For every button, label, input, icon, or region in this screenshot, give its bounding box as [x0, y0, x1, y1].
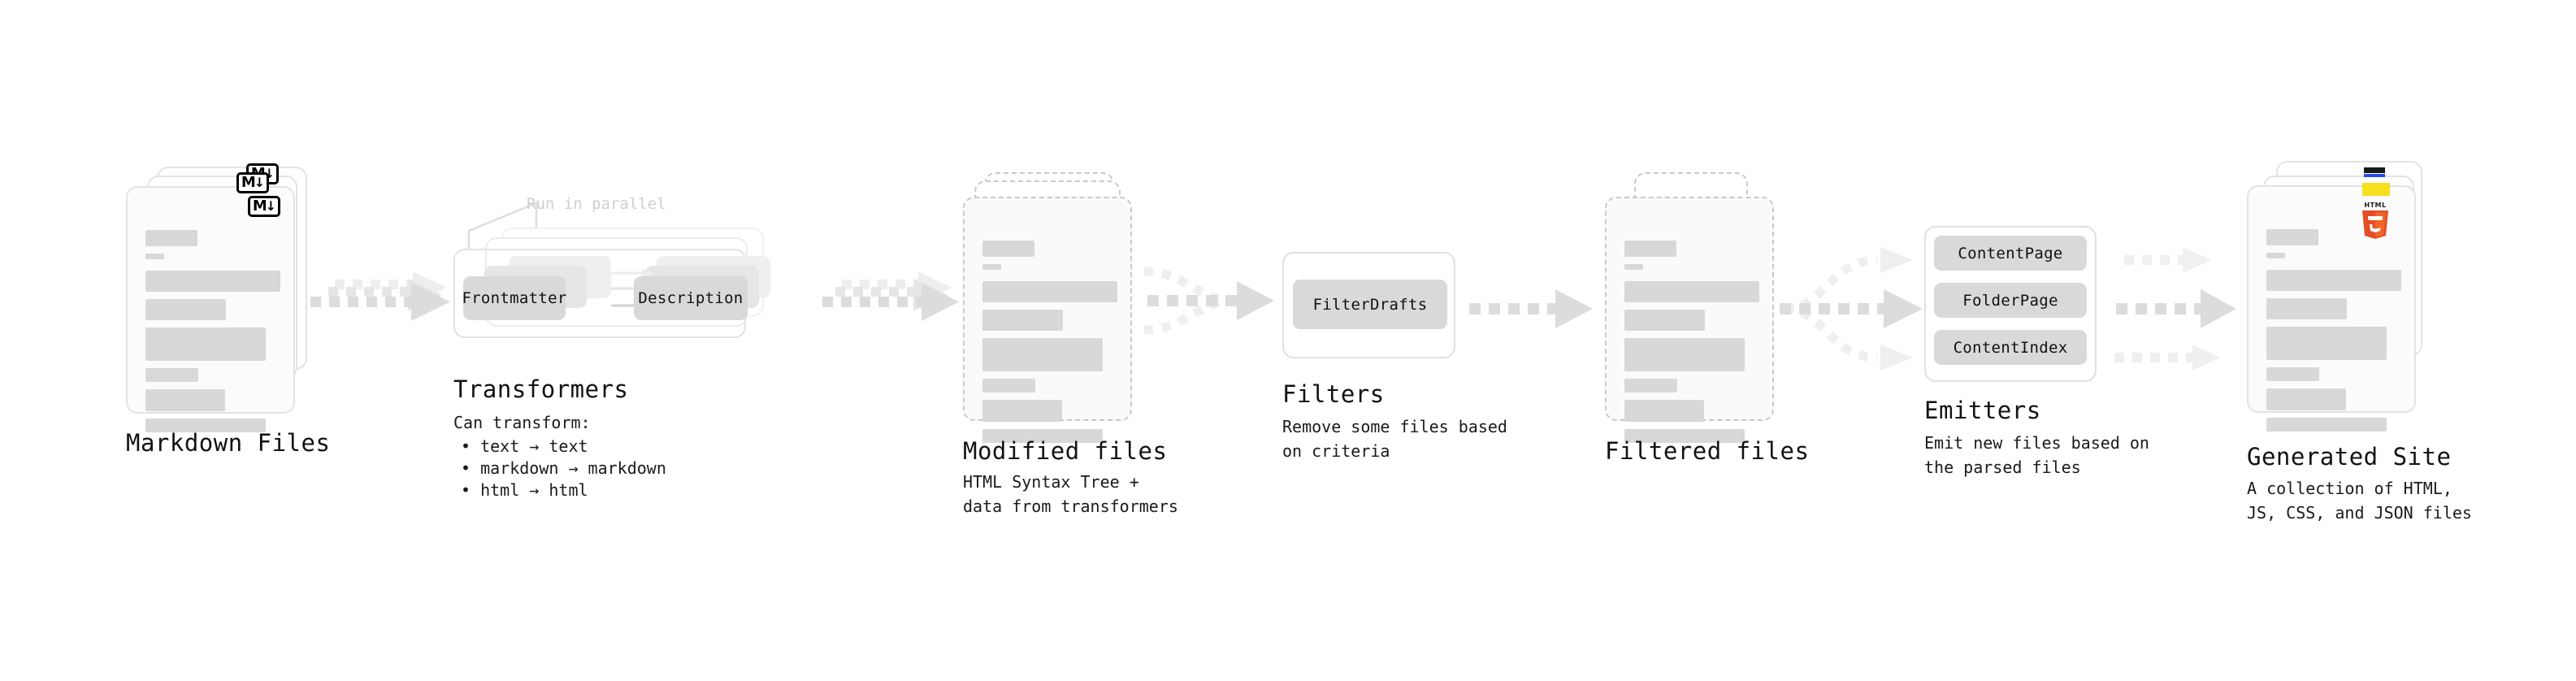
run-in-parallel-label: Run in parallel — [527, 195, 666, 213]
javascript-badge-icon — [2362, 183, 2390, 196]
css3-badge-icon — [2364, 167, 2385, 177]
markdown-badge-letter: M — [241, 174, 256, 191]
transformers-title: Transformers — [453, 375, 629, 403]
arrow-filtered-to-emitters-branching — [1780, 247, 1923, 371]
markdown-badge-front: M↓ — [248, 196, 280, 217]
generated-site-title: Generated Site — [2247, 443, 2452, 471]
generated-site-stack: HTML — [2247, 161, 2442, 432]
markdown-files-title: Markdown Files — [126, 429, 331, 457]
svg-text:HTML: HTML — [2364, 202, 2386, 209]
generated-site-subtitle: A collection of HTML, JS, CSS, and JSON … — [2247, 479, 2472, 523]
transformers-bullet-1: • markdown → markdown — [461, 458, 666, 478]
transformer-chip-frontmatter[interactable]: Frontmatter — [462, 276, 566, 320]
filters-subtitle: Remove some files based on criteria — [1282, 417, 1507, 461]
modified-file-body-lines — [982, 241, 1117, 450]
emitters-title: Emitters — [1924, 397, 2041, 424]
markdown-badge-back-1: M↓ — [236, 172, 269, 193]
markdown-file-stack: M↓ M↓ M↓ — [126, 163, 321, 432]
generated-file-front-html — [2247, 185, 2416, 432]
markdown-badge-arrow: ↓ — [254, 175, 265, 190]
transformers-subtitle: Can transform: — [453, 413, 591, 432]
arrow-emitters-to-site — [2114, 247, 2236, 371]
run-in-parallel-bracket — [467, 202, 538, 250]
modified-file-stack — [963, 172, 1150, 443]
emitter-chip-folderpage[interactable]: FolderPage — [1934, 283, 2087, 318]
modified-files-subtitle: HTML Syntax Tree + data from transformer… — [963, 472, 1178, 516]
transformers-bullet-2: • html → html — [461, 480, 588, 500]
filtered-files-title: Filtered files — [1605, 437, 1810, 465]
filtered-file-stack — [1605, 172, 1792, 443]
markdown-file-body-lines — [145, 230, 280, 440]
filters-title: Filters — [1282, 380, 1385, 408]
markdown-file-front — [126, 186, 295, 432]
transformers-bullet-0: • text → text — [461, 436, 588, 456]
arrow-modified-to-filters-converging — [1143, 267, 1274, 335]
generated-file-body-lines — [2266, 229, 2401, 439]
modified-file-front — [963, 197, 1132, 443]
arrow-transformers-to-modified — [822, 271, 959, 321]
filtered-file-body-lines — [1624, 241, 1759, 450]
emitters-subtitle: Emit new files based on the parsed files — [1924, 433, 2149, 477]
transformer-chip-description[interactable]: Description — [634, 276, 748, 320]
filter-chip-filterdrafts[interactable]: FilterDrafts — [1293, 280, 1447, 329]
arrow-filters-to-filtered — [1469, 289, 1593, 328]
filtered-file-front — [1605, 197, 1774, 443]
arrow-markdown-to-transformers — [310, 271, 450, 321]
markdown-badge-arrow: ↓ — [265, 198, 276, 214]
emitter-chip-contentindex[interactable]: ContentIndex — [1934, 330, 2087, 365]
emitter-chip-contentpage[interactable]: ContentPage — [1934, 236, 2087, 271]
markdown-badge-letter: M — [252, 197, 267, 215]
modified-files-title: Modified files — [963, 437, 1168, 465]
